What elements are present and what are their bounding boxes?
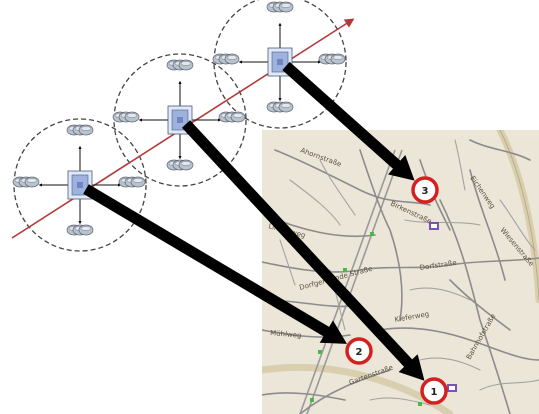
- map-green-points: [310, 232, 422, 406]
- switch-core: [177, 117, 183, 123]
- minor-streets: [279, 139, 539, 406]
- location-marker-1: 1: [420, 377, 448, 405]
- storage-drum-icon: [66, 224, 94, 236]
- marker-ring: [345, 337, 373, 365]
- poi-icon: [429, 222, 439, 230]
- major-roads-edge: [499, 130, 539, 301]
- storage-drum-icon: [166, 159, 194, 171]
- marker-ring: [411, 176, 439, 204]
- cluster-1: [12, 124, 146, 236]
- storage-drum-icon: [266, 1, 294, 13]
- marker-ring: [420, 377, 448, 405]
- storage-drum-icon: [218, 111, 246, 123]
- location-marker-3: 3: [411, 176, 439, 204]
- street-label: Mühlweg: [270, 329, 302, 340]
- map-markers: 3 2 1: [345, 176, 448, 405]
- storage-drum-icon: [212, 53, 240, 65]
- mapping-arrows: [83, 61, 425, 381]
- marker-label: 3: [422, 186, 429, 197]
- poi-icon: [447, 384, 457, 392]
- switch-core: [77, 182, 83, 188]
- cluster-boundary: [213, 0, 347, 129]
- cluster-boundary: [113, 53, 247, 187]
- storage-drum-icon: [166, 59, 194, 71]
- storage-drum-icon: [118, 176, 146, 188]
- mapping-arrow-cluster-1-to-marker-2: [83, 184, 347, 344]
- mapping-arrow-cluster-3-to-marker-3: [282, 61, 415, 181]
- storage-drum-icon: [12, 176, 40, 188]
- marker-label: 2: [356, 347, 363, 358]
- mapping-arrow-cluster-2-to-marker-1: [181, 120, 425, 381]
- switch-core: [277, 59, 283, 65]
- cluster-2: [112, 59, 246, 171]
- railway-lines: [299, 149, 403, 414]
- location-marker-2: 2: [345, 337, 373, 365]
- storage-drum-icon: [318, 53, 346, 65]
- cluster-boundary: [13, 118, 147, 252]
- storage-drum-icon: [112, 111, 140, 123]
- storage-drum-icon: [66, 124, 94, 136]
- storage-drum-icon: [266, 101, 294, 113]
- marker-label: 1: [431, 387, 438, 398]
